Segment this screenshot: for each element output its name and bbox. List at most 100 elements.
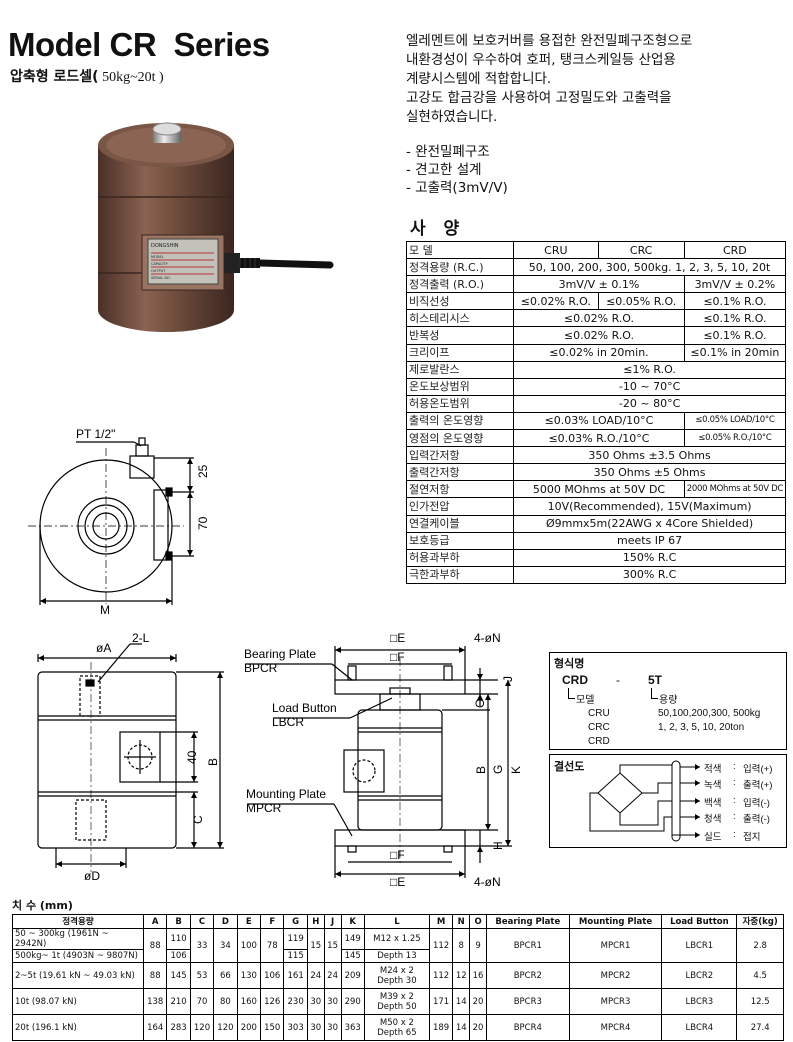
order-model: CRC — [588, 722, 610, 733]
dim-25: 25 — [196, 464, 210, 478]
cell: 8 — [452, 928, 471, 963]
order-model-label: 모델 — [576, 695, 595, 706]
spec-label: 허용온도범위 — [405, 394, 515, 413]
spec-table: 모 델 CRU CRC CRD 정격용량 (R.C.)50, 100, 200,… — [405, 240, 787, 584]
wiring-diagram — [589, 760, 700, 842]
cell: MPCR2 — [568, 962, 663, 989]
model-crd: CRD — [683, 240, 787, 260]
spec-value: ≤0.03% LOAD/10°C — [513, 411, 685, 431]
cell: 34 — [213, 928, 238, 963]
page-title: Model CR Series — [8, 26, 270, 63]
dim-phi-a: øA — [96, 641, 111, 655]
dim-f-top: □F — [390, 650, 405, 664]
cell: 100 — [236, 928, 262, 963]
dim-j: J — [501, 676, 515, 682]
cell: 161 — [283, 962, 308, 989]
cell-load: 2~5t (19.61 kN ~ 49.03 kN) — [12, 962, 144, 989]
wire-color: 적색 — [704, 764, 722, 775]
column-header: Load Button — [661, 914, 738, 929]
dim-g: G — [491, 765, 505, 774]
dim-c: C — [191, 815, 205, 824]
spec-label: 크리이프 — [405, 343, 515, 362]
cell: 209 — [340, 962, 365, 989]
top-view-drawing: PT 1/2" 25 70 M — [28, 427, 210, 617]
cell: Depth 13 — [363, 949, 430, 963]
dim-n-top: 4-øN — [474, 631, 501, 645]
column-header: L — [363, 914, 430, 929]
dim-f-bottom: □F — [390, 848, 405, 862]
spec-value: ≤0.02% in 20min. — [513, 343, 685, 362]
order-capacity: 1, 2, 3, 5, 10, 20ton — [658, 722, 745, 733]
column-header: B — [166, 914, 191, 929]
spec-label: 온도보상범위 — [405, 377, 515, 396]
pt-label: PT 1/2" — [76, 427, 115, 441]
cell: 2.8 — [736, 928, 784, 963]
cell: 88 — [142, 928, 168, 963]
spec-value: Ø9mmx5m(22AWG x 4Core Shielded) — [513, 514, 786, 533]
cell: 9 — [469, 928, 487, 963]
table-row: 20t (196.1 kN) 164 283 120 120 200 150 3… — [12, 1014, 784, 1041]
photo-brand: DONGSHIN — [151, 243, 179, 249]
cell: BPCR1 — [485, 928, 570, 963]
cell: LBCR1 — [661, 928, 738, 963]
cell: 200 — [236, 1014, 262, 1041]
cell: 106 — [166, 949, 191, 963]
feature-item: - 고출력(3mV/V) — [406, 180, 508, 196]
wiring-box: 결선도 적색 : 입력(+) 녹색 : 출력(+) 백색 : 입력(-) 청색 … — [549, 754, 787, 848]
dim-40: 40 — [185, 750, 199, 764]
cell: 70 — [189, 988, 215, 1015]
cell: 230 — [283, 988, 308, 1015]
cell: 130 — [236, 962, 262, 989]
order-code-capacity: 5T — [648, 673, 663, 687]
column-header: C — [189, 914, 215, 929]
column-header: A — [142, 914, 168, 929]
product-photo: DONGSHIN MODEL CAPACITY OUTPUT SERIAL NO… — [98, 122, 334, 332]
cell: MPCR1 — [568, 928, 663, 963]
cell: 210 — [166, 988, 191, 1015]
table-row: 출력의 온도영향≤0.03% LOAD/10°C≤0.05% LOAD/10°C — [405, 411, 787, 431]
cell: 120 — [213, 1014, 238, 1041]
dim-e-top: □E — [390, 631, 405, 645]
cell: BPCR3 — [485, 988, 570, 1015]
cell: MPCR3 — [568, 988, 663, 1015]
column-header: H — [306, 914, 325, 929]
cell: 149 — [340, 928, 365, 950]
wire-signal: 입력(+) — [743, 764, 773, 775]
cell: 189 — [428, 1014, 454, 1041]
table-header-row: 정격용량 A B C D E F G H J K L M N O Bearing… — [12, 914, 784, 929]
table-row: 비직선성≤0.02% R.O.≤0.05% R.O.≤0.1% R.O. — [405, 292, 787, 311]
spec-label: 출력간저항 — [405, 463, 515, 482]
cell: 14 — [452, 988, 471, 1015]
order-bracket — [651, 688, 658, 699]
column-header: M — [428, 914, 454, 929]
spec-value: 50, 100, 200, 300, 500kg. 1, 2, 3, 5, 10… — [513, 258, 786, 277]
table-row: 2~5t (19.61 kN ~ 49.03 kN) 88 145 53 66 … — [12, 962, 784, 989]
spec-value: ≤0.05% LOAD/10°C — [683, 411, 787, 431]
wire-separator: : — [733, 777, 736, 788]
dim-b-assembly: B — [474, 766, 488, 774]
table-row: 제로발란스≤1% R.O. — [405, 360, 786, 379]
column-header: Mounting Plate — [568, 914, 663, 929]
cell: BPCR2 — [485, 962, 570, 989]
thread-size: M39 x 2 — [379, 991, 414, 1002]
spec-label: 출력의 온도영향 — [405, 411, 515, 431]
description-line: 계량시스템에 적합합니다. — [406, 71, 552, 87]
cell-load: 20t (196.1 kN) — [12, 1014, 144, 1041]
cell: MPCR4 — [568, 1014, 663, 1041]
table-row: 50 ~ 300kg (1961N ~ 2942N) 88 110 33 34 … — [12, 928, 784, 963]
table-row: 반복성≤0.02% R.O.≤0.1% R.O. — [405, 326, 787, 345]
cell-load: 500kg~ 1t (4903N ~ 9807N) — [12, 949, 144, 963]
label-mpcr: MPCR — [246, 801, 282, 815]
wire-color: 백색 — [704, 798, 722, 809]
table-row: 온도보상범위-10 ~ 70°C — [405, 377, 786, 396]
dim-h: H — [491, 841, 505, 850]
spec-value: ≤0.1% R.O. — [683, 309, 787, 328]
spec-value: 5000 MOhms at 50V DC — [513, 480, 685, 499]
cell: 20 — [469, 988, 487, 1015]
cell: 30 — [323, 988, 342, 1015]
